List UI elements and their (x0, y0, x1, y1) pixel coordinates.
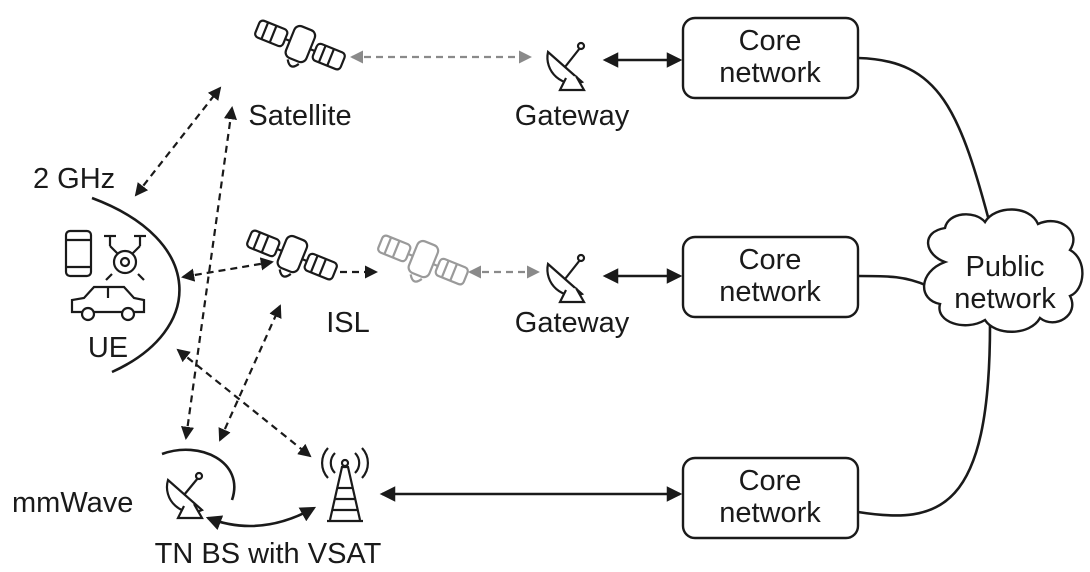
core-network-label-top-line2: network (719, 57, 821, 89)
core-network-label-bottom-line2: network (719, 497, 821, 529)
satellite-icon (254, 19, 346, 71)
core-network-label-mid-line1: Core (739, 244, 802, 276)
gateway-label-top: Gateway (515, 100, 630, 132)
mmwave-label: mmWave (12, 487, 133, 519)
labels: Satellite Gateway Gateway Core network C… (12, 25, 1056, 570)
link-ue-tower (176, 348, 312, 458)
smartphone-icon (64, 229, 93, 278)
link-ue-satellite (134, 86, 222, 197)
mmwave-coverage-arc (161, 448, 236, 501)
tn-bs-label: TN BS with VSAT (155, 538, 382, 570)
ue-devices (64, 229, 146, 322)
ue-coverage-arc (91, 196, 181, 374)
satellite-dish-icon (546, 253, 586, 304)
car-icon (70, 285, 146, 322)
satellite-dish-icon (165, 471, 205, 520)
core-network-label-bottom-line1: Core (739, 465, 802, 497)
link-dish-tower (205, 506, 317, 531)
link-core-top-public (857, 56, 994, 233)
isl-label: ISL (326, 307, 370, 339)
satellite-dish-icon (546, 41, 586, 92)
links (134, 50, 994, 531)
link-core-bottom-public (857, 324, 992, 517)
cloud-icon (922, 208, 1084, 333)
satellite-label: Satellite (248, 100, 351, 132)
core-network-label-mid-line2: network (719, 276, 821, 308)
core-network-box-mid (681, 235, 860, 319)
satellite-icon (246, 229, 338, 281)
link-core-mid-public (857, 274, 929, 288)
link-bs-satellite (181, 106, 237, 440)
core-network-box-bottom (681, 456, 860, 540)
core-network-label-top-line1: Core (739, 25, 802, 57)
core-network-box-top (681, 16, 860, 100)
drone-icon (104, 234, 146, 281)
ue-label: UE (88, 332, 128, 364)
link-ue-satellite-mid (181, 257, 274, 282)
public-network-label-line2: network (954, 283, 1056, 315)
public-network-label-line1: Public (966, 251, 1045, 283)
gateway-label-mid: Gateway (515, 307, 630, 339)
satellite-icon (377, 234, 469, 286)
frequency-label: 2 GHz (33, 163, 115, 195)
link-bs-satellite-mid (218, 304, 282, 442)
cell-tower-icon (321, 447, 369, 523)
